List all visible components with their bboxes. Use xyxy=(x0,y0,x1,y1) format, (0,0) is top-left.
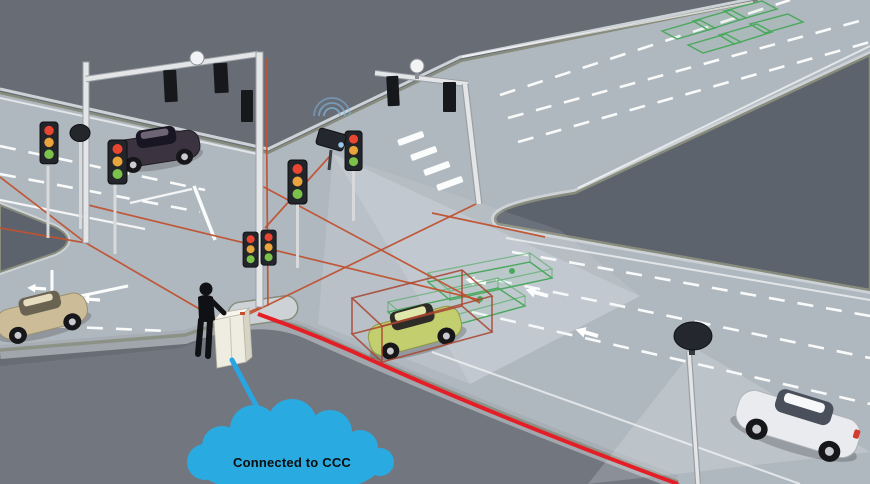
far-curb xyxy=(0,0,759,155)
overhead-gantry-right xyxy=(374,58,483,205)
traffic-light-1 xyxy=(39,121,59,165)
crosswalk-edge xyxy=(129,187,193,205)
zebra-crosswalk xyxy=(397,131,464,191)
lane-dash xyxy=(0,172,201,214)
cloud-label: Connected to CCC xyxy=(233,455,351,470)
background-wedge xyxy=(493,53,870,292)
roadside-control-cabinet xyxy=(212,307,253,369)
stop-line xyxy=(192,185,217,241)
lane-dash xyxy=(0,144,206,192)
camera-head-icon xyxy=(673,321,713,351)
edge-line xyxy=(461,1,754,58)
double-traffic-light-a xyxy=(242,231,259,268)
lane-dash xyxy=(511,250,870,318)
car-white xyxy=(730,389,861,462)
beam-cone xyxy=(333,154,640,384)
beam-cone-right xyxy=(588,348,870,484)
alert-link-line xyxy=(257,312,679,484)
edge-line xyxy=(0,97,263,156)
pole-camera-bottom-right xyxy=(673,321,713,484)
operator-person xyxy=(195,282,227,359)
ball-camera-left xyxy=(189,50,205,66)
pedestrian-plaza xyxy=(0,312,680,484)
gantry-pole xyxy=(82,61,90,244)
surveillance-camera-icon xyxy=(69,124,91,142)
wifi-signal-icon xyxy=(313,97,351,116)
control-center-cloud: Connected to CCC xyxy=(187,399,394,484)
gantries xyxy=(82,50,483,308)
edge-line xyxy=(431,351,801,484)
car-yellow-green xyxy=(367,303,467,360)
traffic-light-2 xyxy=(107,139,128,185)
gantry-sign xyxy=(443,82,456,112)
ball-camera-right xyxy=(409,58,425,74)
lane-dash xyxy=(471,310,870,406)
edge-line xyxy=(577,45,870,189)
red-detection-box xyxy=(350,269,494,363)
wireless-junction-camera xyxy=(313,97,351,171)
gantry-arm xyxy=(85,51,259,82)
car-dark-purple xyxy=(113,125,204,173)
lane-dash xyxy=(499,0,791,97)
gantry-sign xyxy=(241,90,253,122)
gantry-sign xyxy=(213,62,229,94)
car-beige xyxy=(0,290,92,344)
traffic-lights xyxy=(39,121,363,268)
vehicles xyxy=(0,125,861,462)
gantry-sign xyxy=(386,75,400,107)
signal-mast xyxy=(255,51,264,308)
lane-dash xyxy=(507,16,870,120)
traffic-light-4 xyxy=(344,130,363,172)
lane-dash xyxy=(517,40,870,144)
gantry-sign xyxy=(163,69,178,103)
divider-line xyxy=(0,198,146,231)
cameras xyxy=(69,97,713,484)
traffic-light-3 xyxy=(287,159,308,205)
double-traffic-light-b xyxy=(260,229,277,266)
edge-line xyxy=(505,237,870,301)
overhead-gantry-left xyxy=(82,50,264,308)
gantry-pole xyxy=(462,83,482,205)
lane-dash xyxy=(495,278,870,360)
far-curb-light xyxy=(0,0,754,151)
green-zone-grid-far xyxy=(660,0,805,54)
median-island xyxy=(0,203,69,274)
